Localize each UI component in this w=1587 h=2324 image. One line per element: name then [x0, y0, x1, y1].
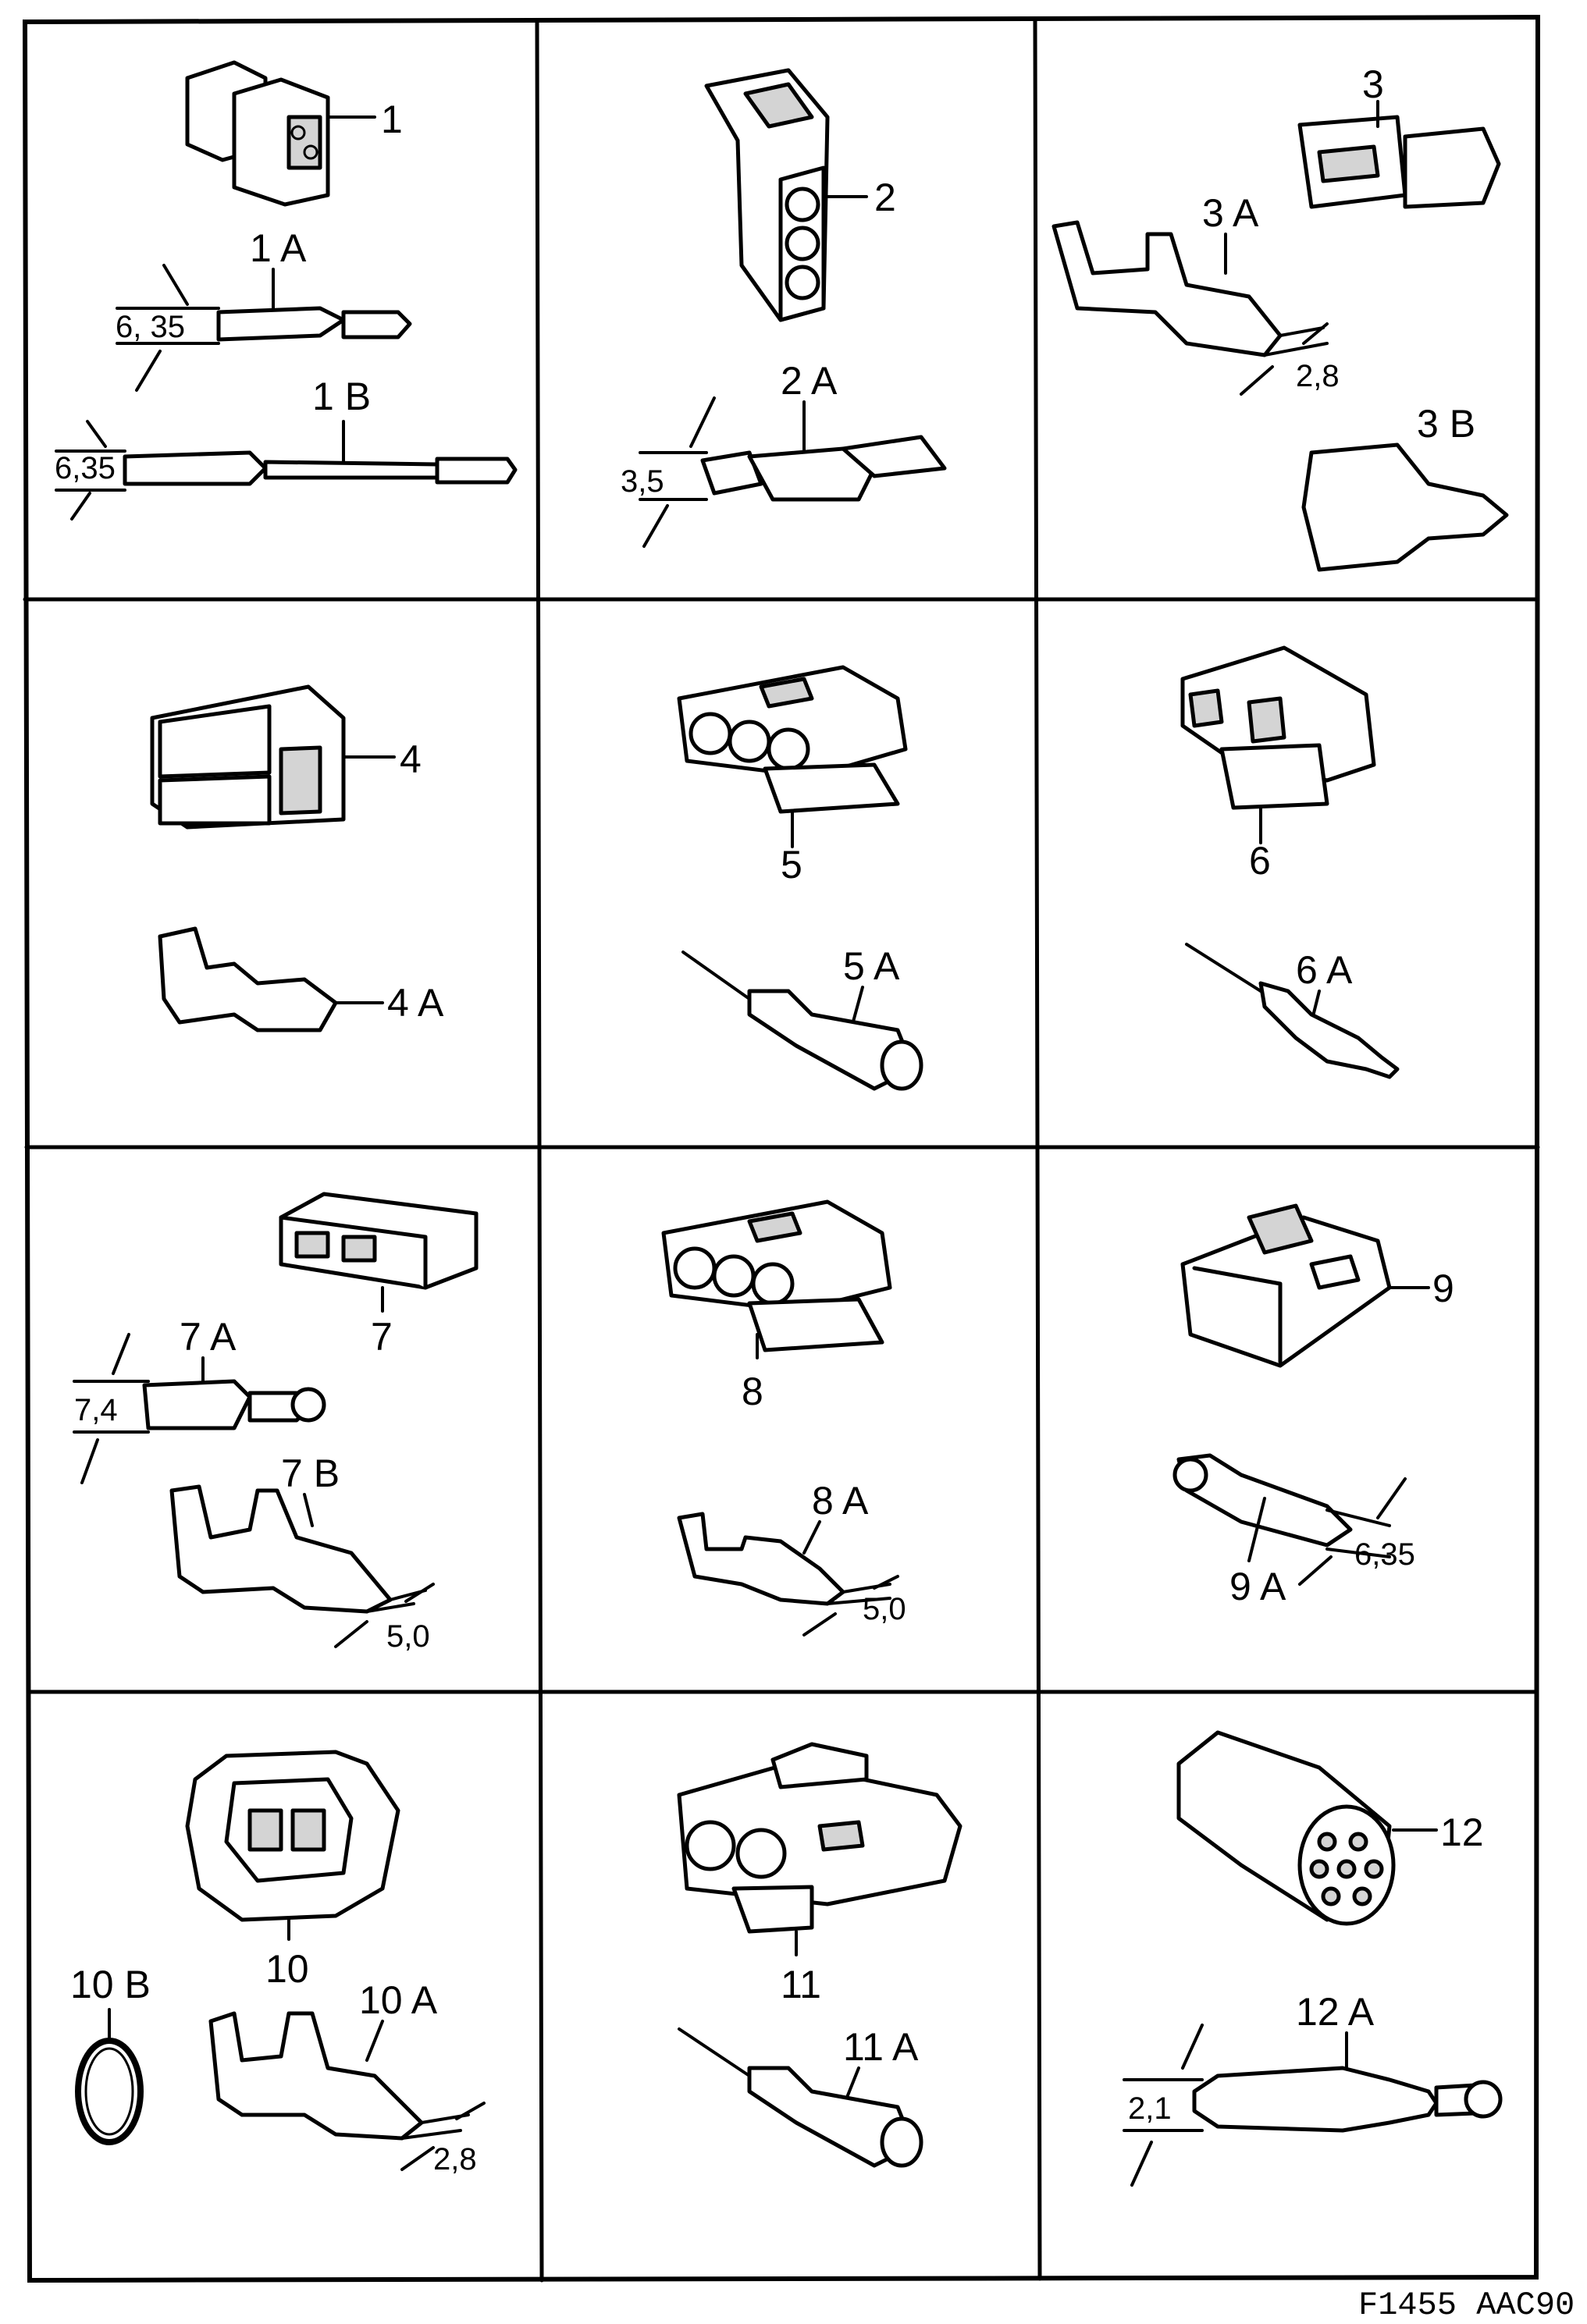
- cell-8: 8 8 A 5,0: [661, 1199, 906, 1636]
- terminal-10a: [208, 2011, 424, 2141]
- connector-6-housing: [1180, 645, 1376, 810]
- seal-ring-10b: [75, 2038, 144, 2145]
- connector-5-housing: [677, 665, 908, 814]
- dim-8a: 5,0: [863, 1592, 906, 1626]
- label-10a: 10 A: [359, 1978, 438, 2022]
- terminal-2a: [700, 435, 947, 502]
- cell-9: 9 9 A 6,35: [1172, 1203, 1454, 1608]
- connector-10-housing: [185, 1750, 400, 1922]
- boot-3b: [1301, 442, 1509, 572]
- label-7a: 7 A: [180, 1315, 237, 1359]
- terminal-11a: [678, 2027, 923, 2168]
- label-10b: 10 B: [70, 1963, 151, 2006]
- cell-12: 12 12 A 2,1: [1123, 1730, 1503, 2187]
- label-2: 2: [874, 176, 896, 219]
- terminal-8a: [677, 1512, 845, 1606]
- connector-9-housing: [1180, 1203, 1392, 1368]
- label-5a: 5 A: [843, 944, 900, 988]
- connector-4-housing: [150, 684, 346, 830]
- terminal-3a: [1051, 220, 1283, 357]
- label-3b: 3 B: [1417, 402, 1475, 446]
- label-6a: 6 A: [1296, 948, 1353, 992]
- cell-1: 1 1 A 6, 35 1 B 6,35: [55, 60, 518, 521]
- label-1b: 1 B: [312, 375, 371, 418]
- label-7b: 7 B: [281, 1452, 340, 1495]
- label-4: 4: [400, 737, 422, 781]
- label-8a: 8 A: [812, 1479, 869, 1523]
- grid-frame: [22, 14, 1541, 2283]
- terminal-7b: [169, 1484, 393, 1614]
- connector-2-housing: [704, 68, 830, 322]
- cell-3: 3 3 A 2,8 3 B: [1051, 62, 1509, 572]
- label-6: 6: [1249, 839, 1271, 883]
- label-5: 5: [781, 843, 802, 887]
- cell-10: 10 10 B 10 A 2,8: [70, 1750, 486, 2177]
- terminal-7a: [142, 1379, 326, 1430]
- label-4a: 4 A: [387, 981, 444, 1025]
- label-3: 3: [1362, 62, 1384, 106]
- connector-1-housing: [185, 60, 330, 207]
- dim-1b: 6,35: [55, 451, 116, 485]
- terminal-1a: [216, 306, 412, 342]
- connector-11-housing: [677, 1742, 963, 1934]
- dim-2a: 3,5: [621, 464, 664, 499]
- cell-5: 5 5 A: [677, 665, 923, 1091]
- label-11: 11: [781, 1963, 821, 2006]
- terminal-5a: [681, 951, 923, 1091]
- cell-7: 7 7 A 7,4 7 B 5,0: [73, 1192, 479, 1654]
- label-1: 1: [381, 98, 403, 141]
- terminal-12a: [1192, 2066, 1503, 2133]
- label-7: 7: [371, 1315, 393, 1359]
- label-9a: 9 A: [1229, 1565, 1286, 1608]
- connector-8-housing: [661, 1199, 892, 1352]
- connector-3-housing: [1297, 115, 1501, 209]
- label-11a: 11 A: [843, 2025, 919, 2069]
- connector-12-housing: [1176, 1730, 1396, 1926]
- label-12: 12: [1440, 1811, 1484, 1854]
- label-3a: 3 A: [1202, 191, 1259, 235]
- dim-1a: 6, 35: [116, 310, 185, 344]
- dim-12a: 2,1: [1128, 2091, 1172, 2126]
- cell-2: 2 2 A 3,5: [621, 68, 947, 548]
- dim-3a: 2,8: [1296, 359, 1340, 393]
- label-12a: 12 A: [1296, 1990, 1375, 2034]
- label-2a: 2 A: [781, 359, 838, 403]
- cell-6: 6 6 A: [1180, 645, 1400, 1079]
- dim-7b: 5,0: [386, 1619, 430, 1654]
- figure-code: F1455 AAC90: [1358, 2287, 1575, 2324]
- cell-4: 4 4 A: [150, 684, 444, 1032]
- label-9: 9: [1432, 1267, 1454, 1310]
- label-10: 10: [265, 1947, 309, 1991]
- terminal-6a: [1185, 943, 1400, 1079]
- terminal-1b: [123, 450, 518, 486]
- connector-7-housing: [279, 1192, 479, 1290]
- label-1a: 1 A: [250, 226, 307, 270]
- terminal-4a: [158, 926, 338, 1032]
- label-8: 8: [742, 1370, 763, 1413]
- dim-10a: 2,8: [433, 2142, 477, 2177]
- dim-7a: 7,4: [74, 1393, 118, 1427]
- cell-11: 11 11 A: [677, 1742, 963, 2168]
